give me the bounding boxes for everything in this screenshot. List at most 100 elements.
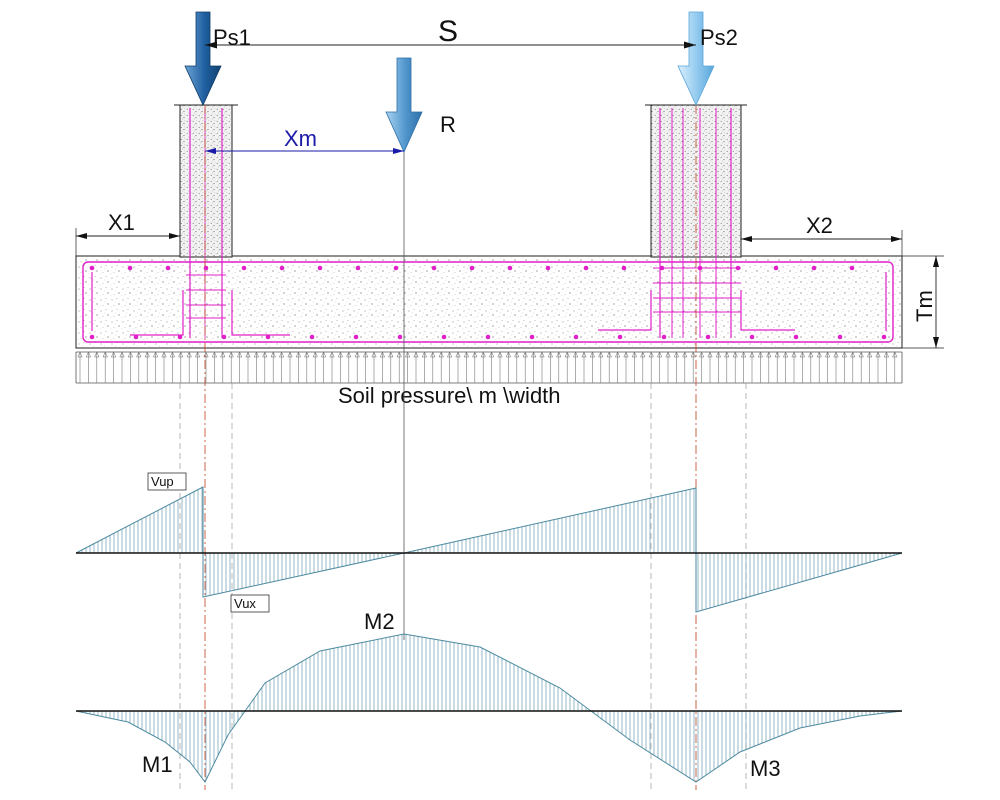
load-right-label: Ps2 xyxy=(700,25,738,50)
resultant-offset-label: Xm xyxy=(284,126,317,151)
soil-pressure-arrowhead xyxy=(505,351,511,358)
soil-pressure-arrowhead xyxy=(732,351,738,358)
rebar-dot xyxy=(621,265,627,271)
resultant-label: R xyxy=(440,112,456,137)
soil-pressure-arrowhead xyxy=(447,351,453,358)
shear-force-diagram xyxy=(75,486,903,613)
soil-pressure-arrowhead xyxy=(640,351,646,358)
rebar-dot xyxy=(849,265,855,271)
bottom-rebar-dots xyxy=(89,334,887,340)
soil-pressure-arrowhead xyxy=(245,351,251,358)
soil-pressure-arrowhead xyxy=(396,351,402,358)
thickness-label: Tm xyxy=(912,290,937,322)
soil-pressure-arrowhead xyxy=(741,351,747,358)
top-rebar-dots xyxy=(89,265,855,271)
rebar-dot xyxy=(811,265,817,271)
soil-pressure-arrowhead xyxy=(623,351,629,358)
rebar-dot xyxy=(705,334,711,340)
soil-pressure-arrowhead xyxy=(480,351,486,358)
rebar-dot xyxy=(89,334,95,340)
rebar-dot xyxy=(309,334,315,340)
rebar-dot xyxy=(431,265,437,271)
soil-pressure-arrowhead xyxy=(749,351,755,358)
soil-pressure-arrowhead xyxy=(774,351,780,358)
reference-lines xyxy=(179,105,747,790)
soil-pressure-arrowhead xyxy=(203,351,209,358)
soil-pressure-arrowhead xyxy=(631,351,637,358)
soil-pressure-arrowhead xyxy=(589,351,595,358)
soil-pressure-arrowhead xyxy=(875,351,881,358)
rebar-dot xyxy=(441,334,447,340)
soil-pressure-arrowhead xyxy=(195,351,201,358)
rebar-dot xyxy=(353,334,359,340)
soil-pressure-arrowhead xyxy=(690,351,696,358)
rebar-dot xyxy=(265,334,271,340)
rebar-dot xyxy=(221,334,227,340)
soil-pressure-arrowhead xyxy=(405,351,411,358)
soil-pressure-arrowhead xyxy=(77,351,83,358)
soil-pressure-arrowhead xyxy=(421,351,427,358)
soil-pressure-arrowhead xyxy=(413,351,419,358)
soil-pressure-arrowhead xyxy=(757,351,763,358)
rebar-dot xyxy=(793,334,799,340)
soil-pressure-arrowhead xyxy=(615,351,621,358)
soil-pressure-arrowhead xyxy=(606,351,612,358)
moment-right-label: M3 xyxy=(750,756,781,781)
soil-pressure-arrowhead xyxy=(648,351,654,358)
soil-pressure-arrowhead xyxy=(363,351,369,358)
soil-pressure-label: Soil pressure\ m \width xyxy=(338,383,561,408)
soil-pressure-arrowhead xyxy=(102,351,108,358)
soil-pressure-arrowhead xyxy=(791,351,797,358)
rebar-dot xyxy=(165,265,171,271)
rebar-dot xyxy=(127,265,133,271)
soil-pressure-arrowhead xyxy=(379,351,385,358)
soil-pressure-arrowhead xyxy=(262,351,268,358)
soil-pressure-arrowhead xyxy=(472,351,478,358)
soil-pressure-arrowhead xyxy=(119,351,125,358)
soil-pressure-arrowhead xyxy=(186,351,192,358)
shear-drop-tag: Vux xyxy=(230,594,270,613)
soil-pressure-arrowhead xyxy=(178,351,184,358)
soil-pressure-arrowhead xyxy=(304,351,310,358)
rebar-dot xyxy=(485,334,491,340)
bending-moment-diagram xyxy=(75,633,903,783)
rebar-dot xyxy=(529,334,535,340)
soil-pressure-arrowhead xyxy=(564,351,570,358)
rebar-dot xyxy=(133,334,139,340)
soil-pressure-arrowhead xyxy=(346,351,352,358)
soil-pressure-arrowhead xyxy=(279,351,285,358)
soil-pressure-arrowhead xyxy=(539,351,545,358)
rebar-dot xyxy=(89,265,95,271)
soil-pressure-arrowhead xyxy=(371,351,377,358)
moment-mid-label: M2 xyxy=(364,609,395,634)
rebar-dot xyxy=(203,265,209,271)
soil-pressure-arrowhead xyxy=(707,351,713,358)
right-overhang-label: X2 xyxy=(806,213,833,238)
rebar-dot xyxy=(545,265,551,271)
load-left-label: Ps1 xyxy=(213,25,251,50)
soil-pressure-arrowhead xyxy=(430,351,436,358)
load-right-arrow xyxy=(677,11,715,106)
left-overhang-dimension xyxy=(75,228,180,256)
rebar-dot xyxy=(773,265,779,271)
rebar-dot xyxy=(583,265,589,271)
rebar-dot xyxy=(279,265,285,271)
footing-slab xyxy=(75,255,903,349)
soil-pressure-arrowhead xyxy=(489,351,495,358)
soil-pressure-arrowhead xyxy=(337,351,343,358)
left-column xyxy=(130,104,290,338)
soil-pressure-arrowhead xyxy=(463,351,469,358)
soil-pressure-arrowhead xyxy=(455,351,461,358)
soil-pressure-arrowhead xyxy=(522,351,528,358)
soil-pressure-arrowhead xyxy=(111,351,117,358)
spacing-dimension xyxy=(205,41,696,49)
soil-pressure-arrowhead xyxy=(161,351,167,358)
shear-peak-label: Vup xyxy=(151,474,174,489)
soil-pressure-arrowhead xyxy=(237,351,243,358)
rebar-dot xyxy=(837,334,843,340)
soil-pressure-arrowhead xyxy=(825,351,831,358)
soil-pressure-arrowhead xyxy=(573,351,579,358)
rebar-dot xyxy=(355,265,361,271)
soil-pressure-arrowhead xyxy=(682,351,688,358)
